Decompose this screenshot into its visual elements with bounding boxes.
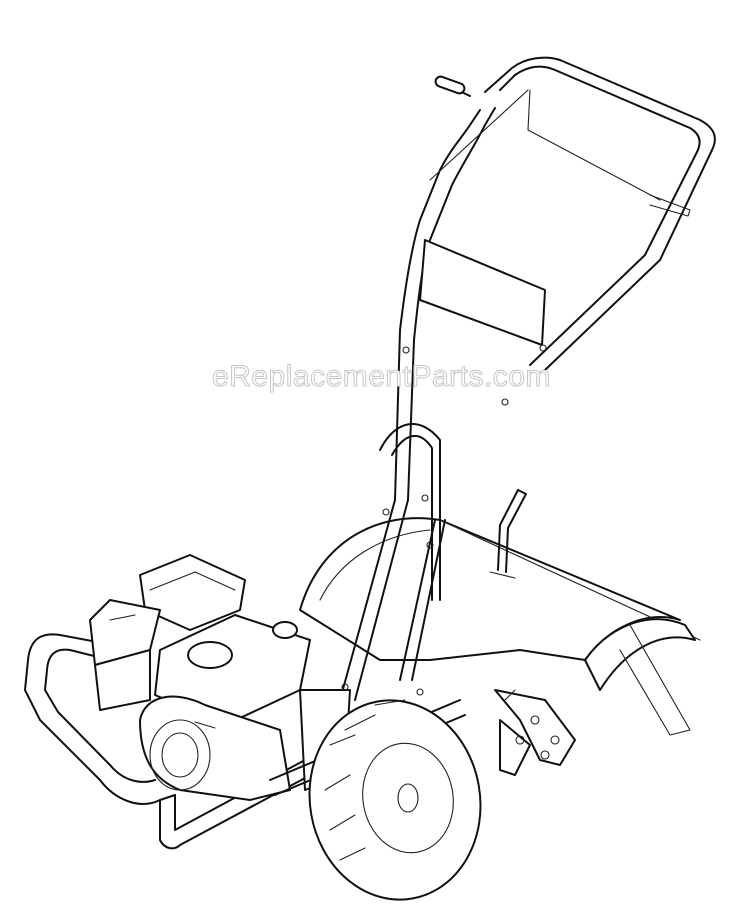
tine-hood: [299, 517, 701, 736]
bolts: [341, 344, 547, 696]
fuel-cap: [187, 641, 233, 669]
bumper: [24, 633, 321, 850]
oil-cap: [272, 621, 298, 639]
tines: [494, 689, 576, 776]
depth-bar: [489, 489, 527, 579]
engine: [89, 554, 351, 801]
wheel: [308, 699, 482, 901]
handlebar: [339, 56, 716, 701]
